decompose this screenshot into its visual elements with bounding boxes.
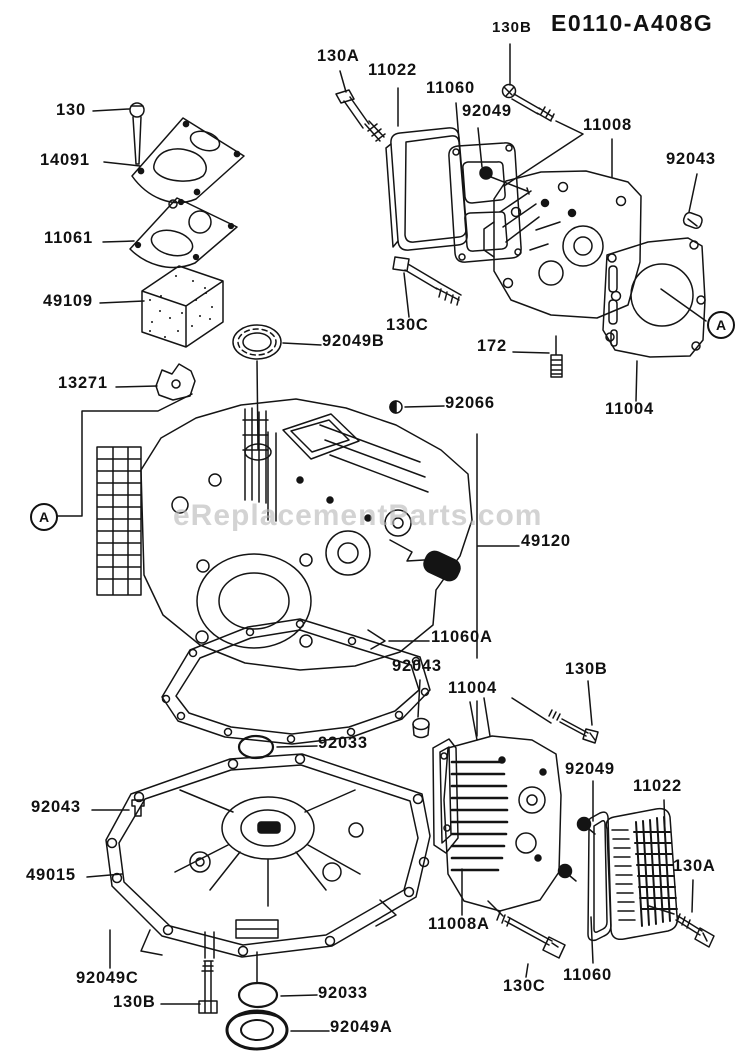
gasket-11061-illustration — [130, 198, 237, 267]
bolt-130a-low-illustration — [676, 914, 714, 947]
part-label-11061: 11061 — [44, 229, 93, 247]
gasket-11060a-illustration — [162, 619, 430, 744]
view-marker-a-left: A — [30, 503, 58, 531]
watermark: eReplacementParts.com — [173, 499, 543, 532]
part-label-92033-low: 92033 — [318, 984, 368, 1002]
part-label-130a-top: 130A — [317, 47, 360, 65]
part-label-11004-top: 11004 — [605, 400, 654, 418]
bolt-130-illustration — [130, 103, 144, 164]
part-label-11022-top: 11022 — [368, 61, 417, 79]
oring-92033-top-illustration — [239, 736, 273, 758]
plug-92066-illustration — [390, 401, 402, 413]
part-label-130b-mid: 130B — [565, 660, 608, 678]
page-title: E0110-A408G — [551, 10, 714, 36]
element-49109-illustration — [142, 266, 223, 347]
bolt-130c-low-illustration — [497, 912, 565, 958]
part-label-130a-low: 130A — [673, 857, 716, 875]
part-label-92049-low: 92049 — [565, 760, 615, 778]
seal-92049-top-illustration — [480, 167, 529, 194]
pin-92043-mid-illustration — [413, 719, 429, 738]
part-label-11060-top: 11060 — [426, 79, 475, 97]
part-label-11022-low: 11022 — [633, 777, 682, 795]
oil-pan-49015-illustration — [106, 754, 430, 958]
bracket-13271-illustration — [156, 364, 195, 400]
part-label-49120: 49120 — [521, 532, 571, 550]
part-label-11008a: 11008A — [428, 915, 490, 933]
part-label-92049b: 92049B — [322, 332, 385, 350]
part-label-92049c: 92049C — [76, 969, 139, 987]
part-label-13271: 13271 — [58, 374, 108, 392]
part-label-92043-mid: 92043 — [392, 657, 442, 675]
part-label-92049-top: 92049 — [462, 102, 512, 120]
part-label-11060-low: 11060 — [563, 966, 612, 984]
part-label-92066: 92066 — [445, 394, 495, 412]
cylinder-crankcase-49120-illustration — [97, 399, 472, 670]
part-label-92043-top: 92043 — [666, 150, 716, 168]
plate-14091-illustration — [132, 118, 244, 203]
part-label-172: 172 — [477, 337, 507, 355]
cover-11022-low-illustration — [606, 809, 677, 940]
part-label-11008: 11008 — [583, 116, 632, 134]
part-label-11060a: 11060A — [431, 628, 493, 646]
part-label-92043-pan: 92043 — [31, 798, 81, 816]
part-label-14091: 14091 — [40, 151, 90, 169]
part-label-49015: 49015 — [26, 866, 76, 884]
bolt-130b-low-illustration — [199, 961, 217, 1013]
part-label-92033-top: 92033 — [318, 734, 368, 752]
part-label-130c-top: 130C — [386, 316, 429, 334]
cylinder-head-11008-illustration — [484, 171, 641, 318]
part-label-130b-low: 130B — [113, 993, 156, 1011]
stud-172-illustration — [551, 336, 562, 377]
oil-seal-92049a-illustration — [227, 1011, 287, 1049]
part-label-92049a: 92049A — [330, 1018, 393, 1036]
oring-92033-low-illustration — [239, 952, 277, 1007]
part-label-130c-low: 130C — [503, 977, 546, 995]
bolt-130a-top-illustration — [336, 90, 385, 141]
cover-11022-top-illustration — [386, 128, 467, 250]
part-label-130: 130 — [56, 101, 86, 119]
plug-92043-top-illustration — [682, 211, 703, 229]
cylinder-head-11008a-illustration — [444, 698, 561, 911]
part-label-49109: 49109 — [43, 292, 93, 310]
bolt-130c-top-illustration — [393, 257, 461, 305]
part-label-11004-mid: 11004 — [448, 679, 497, 697]
gasket-11004-top-illustration — [603, 238, 705, 357]
oil-seal-92049b-illustration — [233, 325, 281, 359]
leader-lines — [57, 44, 706, 1031]
seal-92049-low-illustration — [559, 818, 596, 882]
gasket-11060-top-illustration — [449, 143, 521, 262]
view-marker-a-right: A — [707, 311, 735, 339]
bolt-130b-mid-illustration — [549, 710, 598, 743]
bolt-130b-top-illustration — [503, 85, 555, 122]
header-ref-130b: 130B — [492, 19, 532, 36]
